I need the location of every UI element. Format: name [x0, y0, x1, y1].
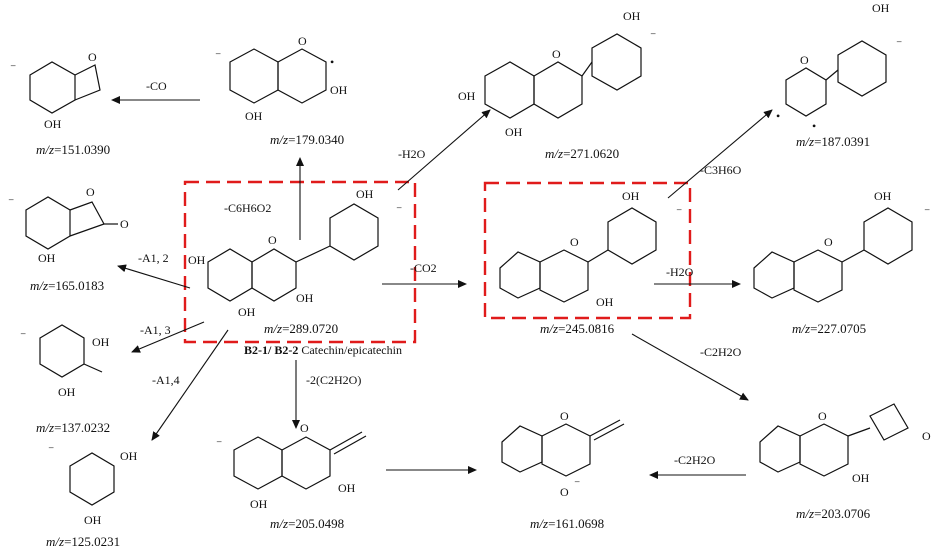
- svg-text:OH: OH: [58, 385, 76, 399]
- svg-text:O: O: [800, 53, 809, 67]
- mz-label-289: m/z=289.0720: [264, 321, 338, 336]
- svg-text:O: O: [268, 233, 277, 247]
- svg-text:⁻: ⁻: [650, 29, 656, 43]
- loss-label-h2o-top: -H2O: [398, 147, 426, 161]
- svg-text:O: O: [298, 34, 307, 48]
- mz-label-205: m/z=205.0498: [270, 516, 344, 531]
- precursor-label: B2-1/ B2-2 Catechin/epicatechin: [244, 343, 402, 357]
- structure-227: O OH ⁻: [753, 189, 930, 303]
- svg-text:OH: OH: [874, 189, 892, 203]
- mz-label-245: m/z=245.0816: [540, 321, 615, 336]
- svg-text:OH: OH: [623, 9, 641, 23]
- svg-text:O: O: [818, 409, 827, 423]
- structure-151: O ⁻ OH: [10, 50, 101, 131]
- svg-text:OH: OH: [872, 1, 890, 15]
- svg-text:OH: OH: [44, 117, 62, 131]
- arrow-a14: [151, 329, 229, 441]
- svg-text:⁻: ⁻: [896, 37, 902, 51]
- structure-245: O OH OH ⁻: [499, 189, 682, 309]
- svg-text:O: O: [922, 429, 931, 443]
- svg-text:⁻: ⁻: [924, 205, 930, 219]
- loss-label-c6h6o2: -C6H6O2: [224, 201, 271, 215]
- svg-text:O: O: [560, 409, 569, 423]
- structure-187: O • • OH ⁻: [776, 1, 902, 133]
- svg-text:OH: OH: [38, 251, 56, 265]
- svg-text:OH: OH: [596, 295, 614, 309]
- structure-179: O • OH ⁻ OH: [215, 34, 348, 123]
- arrow-c3h6o: [667, 109, 773, 199]
- svg-text:O: O: [86, 185, 95, 199]
- svg-text:OH: OH: [356, 187, 374, 201]
- mz-label-151: m/z=151.0390: [36, 142, 110, 157]
- loss-label-a12: -A1, 2: [138, 251, 169, 265]
- arrow-c2h2o-right: [631, 333, 749, 401]
- loss-label-c2h2o-x2: -2(C2H2O): [306, 373, 361, 387]
- mz-label-203: m/z=203.0706: [796, 506, 871, 521]
- structure-205: O ⁻ OH OH: [216, 421, 367, 511]
- mz-label-187: m/z=187.0391: [796, 134, 870, 149]
- loss-label-c2h2o-bottom: -C2H2O: [674, 453, 716, 467]
- structure-289: O OH OH OH OH ⁻: [188, 187, 402, 319]
- svg-text:OH: OH: [505, 125, 523, 139]
- svg-text:O: O: [300, 421, 309, 435]
- svg-text:OH: OH: [238, 305, 256, 319]
- mz-label-179: m/z=179.0340: [270, 132, 344, 147]
- loss-label-c3h6o: -C3H6O: [700, 163, 742, 177]
- loss-label-a13: -A1, 3: [140, 323, 171, 337]
- svg-text:OH: OH: [120, 449, 138, 463]
- mz-label-227: m/z=227.0705: [792, 321, 866, 336]
- mz-label-165: m/z=165.0183: [30, 278, 104, 293]
- svg-text:O: O: [552, 47, 561, 61]
- svg-text:OH: OH: [852, 471, 870, 485]
- svg-text:OH: OH: [188, 253, 206, 267]
- svg-text:•: •: [776, 109, 780, 123]
- structure-203: O OH O: [759, 403, 931, 485]
- structure-137: ⁻ OH OH: [20, 324, 110, 399]
- svg-text:⁻: ⁻: [10, 61, 16, 75]
- svg-text:OH: OH: [458, 89, 476, 103]
- mz-label-271: m/z=271.0620: [545, 146, 619, 161]
- svg-text:⁻: ⁻: [215, 49, 221, 63]
- svg-text:⁻: ⁻: [48, 443, 54, 457]
- svg-text:⁻: ⁻: [20, 329, 26, 343]
- svg-text:O: O: [824, 235, 833, 249]
- arrow-a12: [117, 264, 191, 289]
- svg-text:⁻: ⁻: [574, 477, 580, 491]
- svg-text:OH: OH: [622, 189, 640, 203]
- svg-text:OH: OH: [250, 497, 268, 511]
- structure-165: O O ⁻ OH: [8, 185, 129, 265]
- svg-text:OH: OH: [84, 513, 102, 527]
- mz-label-137: m/z=137.0232: [36, 420, 110, 435]
- svg-text:O: O: [88, 50, 97, 64]
- svg-text:OH: OH: [92, 335, 110, 349]
- svg-text:O: O: [560, 485, 569, 499]
- structure-271: O OH OH OH ⁻: [458, 9, 656, 139]
- loss-label-h2o-right: -H2O: [666, 265, 694, 279]
- svg-text:OH: OH: [330, 83, 348, 97]
- svg-text:•: •: [330, 55, 334, 69]
- svg-text:OH: OH: [296, 291, 314, 305]
- svg-text:⁻: ⁻: [676, 205, 682, 219]
- mz-label-125: m/z=125.0231: [46, 534, 120, 549]
- loss-label-c2h2o-right: -C2H2O: [700, 345, 742, 359]
- arrow-a13: [131, 321, 205, 353]
- loss-label-a14: -A1,4: [152, 373, 180, 387]
- svg-text:OH: OH: [245, 109, 263, 123]
- svg-text:⁻: ⁻: [8, 195, 14, 209]
- arrow-h2o-top: [397, 109, 491, 191]
- svg-text:O: O: [570, 235, 579, 249]
- mz-label-161: m/z=161.0698: [530, 516, 604, 531]
- structure-161: O O ⁻: [501, 409, 625, 499]
- highlight-box-245: [483, 181, 692, 320]
- svg-text:⁻: ⁻: [216, 437, 222, 451]
- structure-125: ⁻ OH OH: [48, 443, 138, 527]
- svg-text:OH: OH: [338, 481, 356, 495]
- svg-text:O: O: [120, 217, 129, 231]
- svg-text:•: •: [812, 119, 816, 133]
- loss-label-co: -CO: [146, 79, 167, 93]
- loss-label-co2: -CO2: [410, 261, 437, 275]
- svg-text:⁻: ⁻: [396, 203, 402, 217]
